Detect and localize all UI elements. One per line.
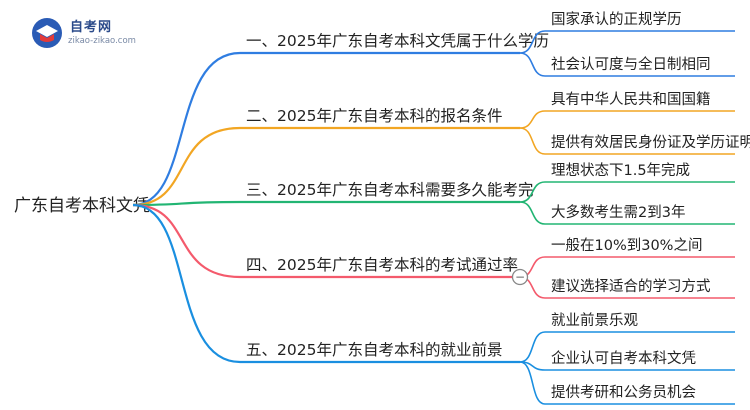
- leaf-label: 社会认可度与全日制相同: [551, 55, 711, 73]
- branch-4: 四、2025年广东自考本科的考试通过率 一般在10%到30%之间建议选择适合的学习…: [132, 203, 735, 299]
- branch-label: 二、2025年广东自考本科的报名条件: [246, 107, 502, 125]
- leaf-label: 企业认可自考本科文凭: [551, 349, 696, 367]
- branch-connector: [132, 51, 241, 207]
- leaf-label: 一般在10%到30%之间: [551, 237, 702, 254]
- leaf-connector: [519, 181, 546, 203]
- leaf-connector: [519, 201, 546, 225]
- leaf-connector: [519, 127, 546, 155]
- leaf-label: 具有中华人民共和国国籍: [551, 91, 711, 108]
- leaf-label: 大多数考生需2到3年: [551, 204, 685, 221]
- leaf-label: 建议选择适合的学习方式: [551, 278, 711, 295]
- leaf-label: 就业前景乐观: [551, 312, 638, 329]
- leaf-label: 提供有效居民身份证及学历证明: [551, 134, 750, 151]
- branch-1: 一、2025年广东自考本科文凭属于什么学历国家承认的正规学历社会认可度与全日制相…: [132, 11, 735, 207]
- collapse-circle-icon: [511, 268, 529, 286]
- branch-label: 五、2025年广东自考本科的就业前景: [246, 341, 502, 359]
- branch-label: 一、2025年广东自考本科文凭属于什么学历: [246, 32, 549, 50]
- branch-connector: [132, 203, 241, 279]
- leaf-connector: [519, 30, 546, 54]
- logo-url: zikao-zikao.com: [68, 36, 136, 46]
- site-logo[interactable]: 自考网 zikao-zikao.com: [30, 14, 170, 54]
- collapse-toggle[interactable]: −: [511, 268, 529, 286]
- branch-label: 四、2025年广东自考本科的考试通过率: [246, 256, 518, 274]
- logo-name: 自考网: [70, 20, 113, 35]
- leaf-connector: [519, 361, 546, 405]
- logo-graduation-icon: [32, 18, 62, 48]
- leaf-connector: [519, 331, 546, 363]
- branch-label: 三、2025年广东自考本科需要多久能考完: [246, 181, 533, 199]
- root-node: 广东自考本科文凭: [14, 196, 150, 216]
- branch-connector: [132, 200, 241, 207]
- leaf-label: 国家承认的正规学历: [551, 11, 682, 28]
- collapse-symbol: −: [515, 270, 525, 284]
- branch-connector: [132, 203, 241, 364]
- leaf-label: 理想状态下1.5年完成: [551, 162, 690, 179]
- leaf-connector: [519, 52, 546, 77]
- leaf-label: 提供考研和公务员机会: [551, 384, 696, 401]
- branch-connector: [132, 126, 241, 207]
- branch-5: 五、2025年广东自考本科的就业前景 就业前景乐观企业认可自考本科文凭提供考研和公…: [132, 203, 735, 405]
- branch-2: 二、2025年广东自考本科的报名条件 具有中华人民共和国国籍提供有效居民身份证及学…: [132, 91, 750, 207]
- branch-3: 三、2025年广东自考本科需要多久能考完 理想状态下1.5年完成大多数考生需2到3…: [132, 162, 735, 225]
- leaf-connector: [519, 110, 546, 129]
